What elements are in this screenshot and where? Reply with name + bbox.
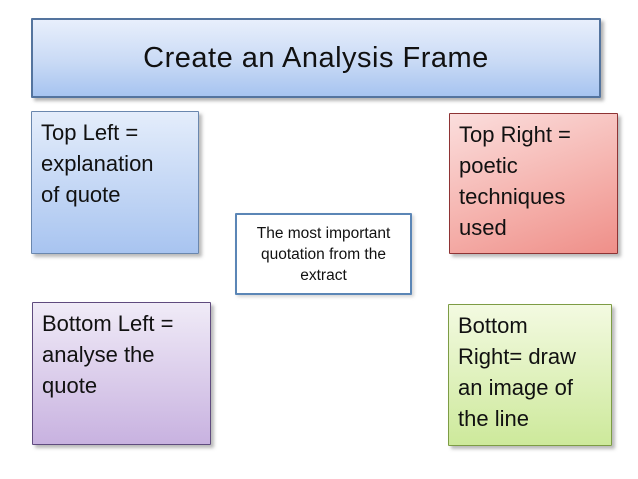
title-banner: Create an Analysis Frame <box>31 18 601 98</box>
quadrant-box-bottom-right: Bottom Right= draw an image of the line <box>448 304 612 446</box>
title-text: Create an Analysis Frame <box>143 41 489 74</box>
quadrant-box-top-left: Top Left = explanation of quote <box>31 111 199 254</box>
quadrant-box-bottom-left: Bottom Left = analyse the quote <box>32 302 211 445</box>
center-quote-box: The most important quotation from the ex… <box>235 213 412 295</box>
quadrant-box-top-right: Top Right = poetic techniques used <box>449 113 618 254</box>
center-quote-text: The most important quotation from the ex… <box>256 224 391 284</box>
